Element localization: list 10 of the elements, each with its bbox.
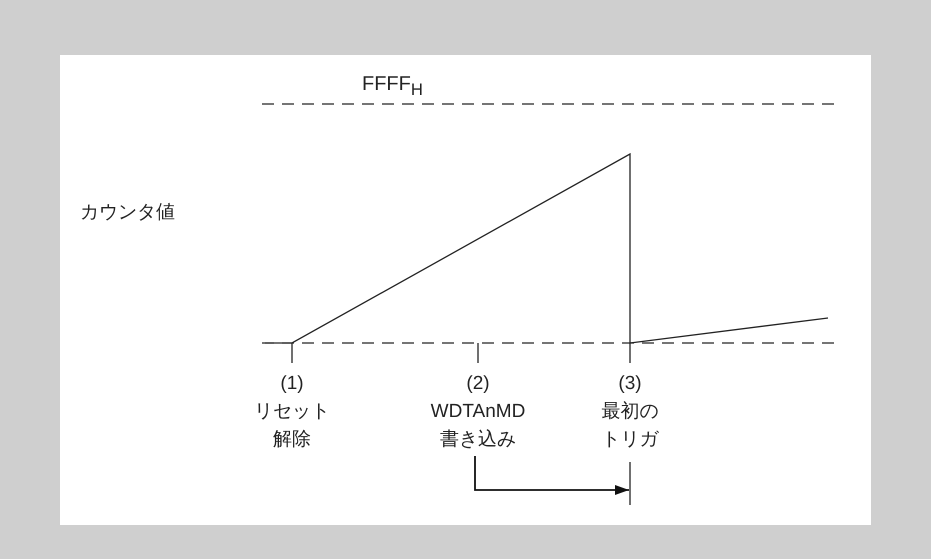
event-label: リセット解除 xyxy=(253,400,331,452)
event-number: (2) xyxy=(465,372,491,396)
marker-bar xyxy=(629,462,631,505)
arrow xyxy=(474,456,629,495)
axis-label: カウンタ値 xyxy=(80,201,175,225)
event-number: (3) xyxy=(618,372,642,396)
event-label: 最初のトリガ xyxy=(600,400,660,452)
event-number: (1) xyxy=(280,372,304,396)
event-label: WDTAnMD 書き込み xyxy=(430,400,526,452)
level-label: FFFF$_{H}$ xyxy=(362,72,423,101)
